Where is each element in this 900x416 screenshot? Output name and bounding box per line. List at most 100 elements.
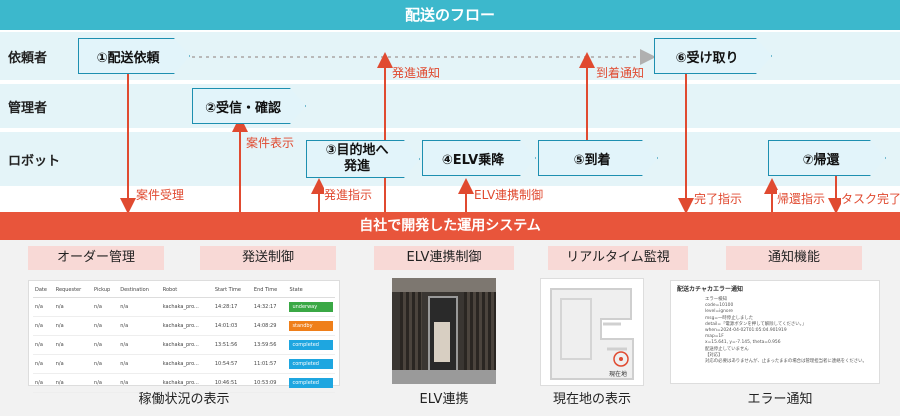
status-badge: completed: [289, 359, 333, 369]
caption-elv-integration: ELV連携: [419, 392, 469, 407]
notification-line: when=2024-04-02T01:05:04.901919: [705, 328, 787, 334]
label-complete-instruction: 完了指示: [694, 190, 743, 207]
label-case-received: 案件受理: [136, 186, 185, 203]
table-cell: 10:53:09: [251, 373, 288, 393]
table-cell: n/a: [92, 373, 119, 393]
col-header: Date: [33, 283, 54, 298]
table-cell: n/a: [118, 373, 161, 393]
caption-current-location: 現在地の表示: [552, 392, 631, 407]
floor-map: [550, 288, 634, 380]
robot-location-marker: [613, 351, 629, 367]
notification-line: detail=「電源ボタンを押して解除してください。」: [705, 321, 807, 327]
notification-title: 配送カチャカエラー通知: [677, 286, 743, 293]
notification-line: code=10100: [705, 303, 734, 309]
table-cell: 11:01:57: [251, 354, 288, 374]
notification-line: エラー検知: [705, 297, 727, 302]
feature-realtime-monitoring: リアルタイム監視: [548, 246, 688, 270]
col-header: Robot: [160, 283, 213, 298]
lane-label-manager: 管理者: [8, 100, 48, 116]
table-cell: n/a: [33, 316, 54, 336]
table-cell: n/a: [53, 335, 93, 355]
table-cell: 14:28:17: [212, 297, 252, 317]
flow-connectors: [120, 49, 844, 214]
table-cell: n/a: [33, 373, 54, 393]
step-4-elv: ④ELV乗降: [422, 140, 536, 176]
table-cell: n/a: [33, 354, 54, 374]
label-case-display: 案件表示: [246, 136, 295, 150]
notification-line: 【対応】: [705, 352, 723, 358]
table-cell: n/a: [118, 297, 161, 317]
system-title-bar: 自社で開発した運用システム: [0, 212, 900, 240]
step-6-receive: ⑥受け取り: [654, 38, 772, 74]
status-cell: underway: [287, 297, 335, 317]
order-table: Date Requester Pickup Destination Robot …: [33, 283, 335, 393]
col-header: State: [287, 283, 335, 298]
step-7-return: ⑦帰還: [768, 140, 886, 176]
elevator-photo: [392, 278, 496, 384]
table-cell: n/a: [118, 335, 161, 355]
map-current-label: 現在地: [609, 371, 628, 378]
table-cell: 14:32:17: [251, 297, 288, 317]
table-cell: kachaka_pro...: [160, 335, 213, 355]
table-cell: 13:59:56: [251, 335, 288, 355]
status-cell: completed: [287, 354, 335, 374]
label-elv-control: ELV連携制御: [474, 186, 544, 203]
notification-line: 配送停止していません: [705, 346, 749, 352]
status-cell: standby: [287, 316, 335, 336]
order-table-panel: Date Requester Pickup Destination Robot …: [28, 280, 340, 393]
table-cell: n/a: [118, 354, 161, 374]
caption-operation-status: 稼働状況の表示: [138, 392, 230, 407]
flow-title: 配送のフロー: [0, 0, 900, 30]
table-cell: n/a: [92, 297, 119, 317]
label-task-complete: タスク完了: [841, 190, 900, 207]
table-cell: kachaka_pro...: [160, 297, 213, 317]
notification-line: map=1F: [705, 334, 724, 340]
table-cell: 10:46:51: [212, 373, 252, 393]
step-2-receive: ②受信・確認: [192, 88, 306, 124]
col-header: Pickup: [92, 283, 119, 298]
step-3-depart: ③目的地へ 発進: [306, 140, 420, 178]
table-cell: n/a: [92, 354, 119, 374]
table-cell: kachaka_pro...: [160, 316, 213, 336]
status-badge: underway: [289, 302, 333, 312]
status-badge: standby: [289, 321, 333, 331]
feature-notification: 通知機能: [726, 246, 862, 270]
label-return-instruction: 帰還指示: [777, 190, 826, 207]
col-header: Destination: [118, 283, 161, 298]
notification-line: x=15.641, y=-7.145, theta=0.956: [705, 340, 781, 346]
status-cell: completed: [287, 373, 335, 393]
table-cell: 14:08:29: [251, 316, 288, 336]
table-cell: 10:54:57: [212, 354, 252, 374]
lane-manager-bg: [0, 84, 900, 128]
table-cell: n/a: [53, 316, 93, 336]
feature-dispatch-control: 発送制御: [200, 246, 336, 270]
table-cell: n/a: [92, 335, 119, 355]
table-cell: kachaka_pro...: [160, 354, 213, 374]
location-map: 現在地: [540, 278, 644, 386]
col-header: Requester: [53, 283, 93, 298]
step-1-request: ①配送依頼: [78, 38, 190, 74]
notification-line: 対応の必要はありませんが、止まったままの場合は管理担当者に連絡をください。: [705, 359, 867, 365]
step-5-arrive: ⑤到着: [538, 140, 658, 176]
lane-label-robot: ロボット: [8, 153, 61, 169]
lane-label-requester: 依頼者: [8, 50, 48, 66]
table-cell: n/a: [53, 373, 93, 393]
table-cell: n/a: [33, 297, 54, 317]
table-cell: n/a: [33, 335, 54, 355]
status-badge: completed: [289, 378, 333, 388]
feature-order-management: オーダー管理: [28, 246, 164, 270]
table-cell: n/a: [53, 354, 93, 374]
col-header: Start Time: [212, 283, 252, 298]
status-cell: completed: [287, 335, 335, 355]
table-cell: n/a: [92, 316, 119, 336]
status-badge: completed: [289, 340, 333, 350]
table-cell: kachaka_pro...: [160, 373, 213, 393]
label-arrival-notice: 到着通知: [596, 66, 645, 80]
label-dispatch-notice: 発進通知: [392, 66, 441, 80]
table-cell: n/a: [53, 297, 93, 317]
